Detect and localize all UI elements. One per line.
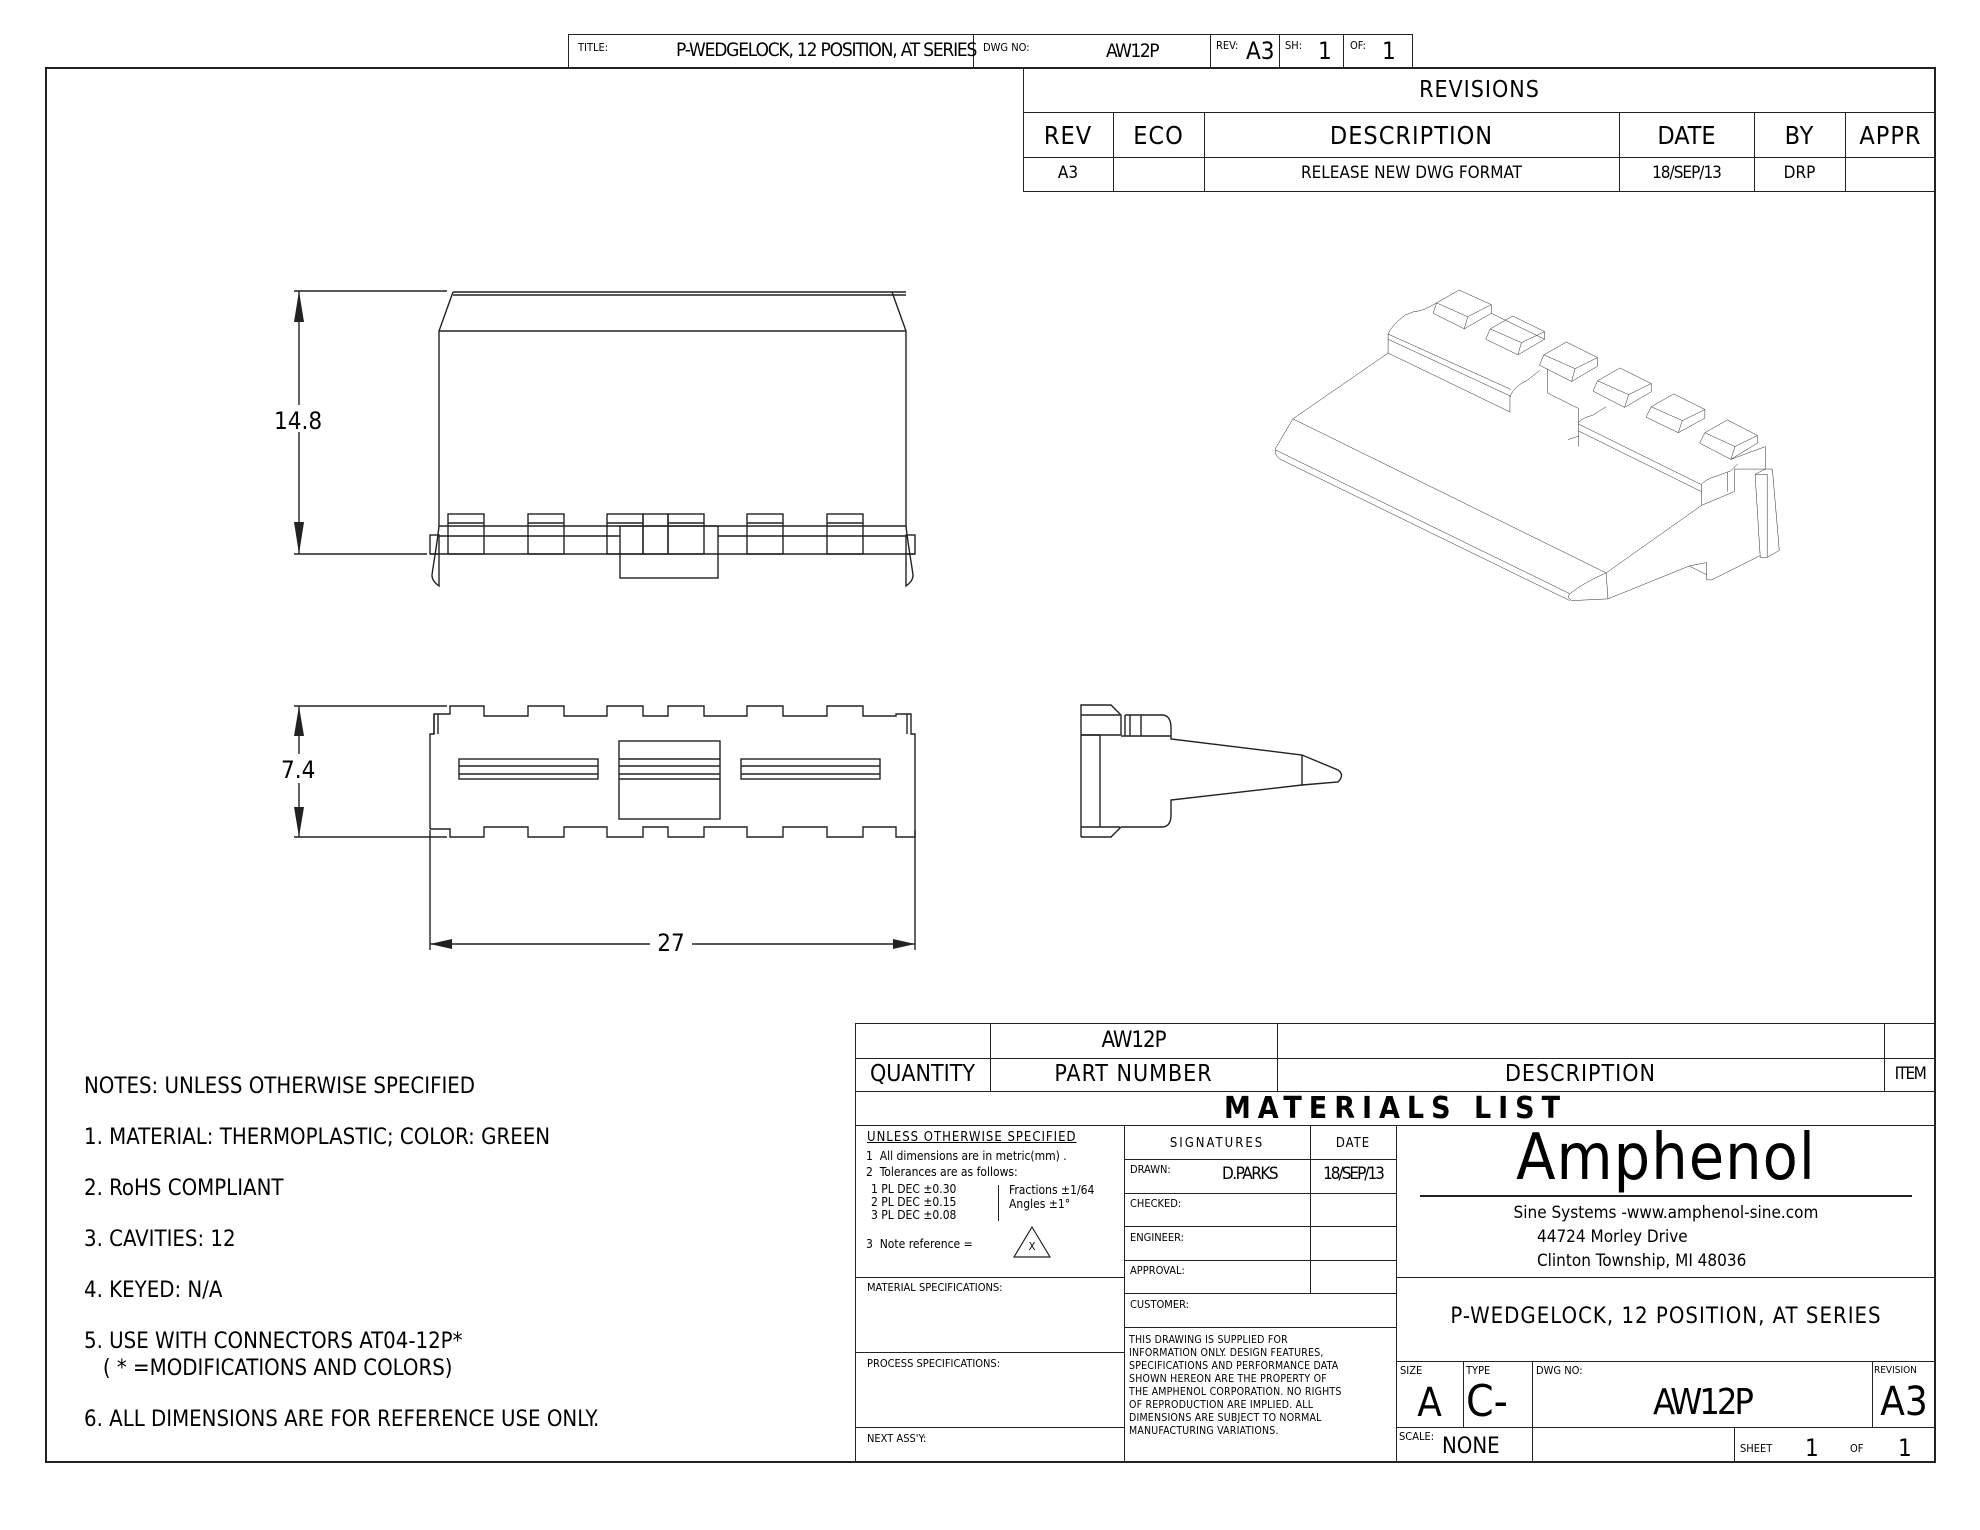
- approval-label: APPROVAL:: [1130, 1264, 1185, 1277]
- next-assy-label: NEXT ASS'Y:: [867, 1432, 927, 1445]
- note-5-continued: ( * =MODIFICATIONS AND COLORS): [84, 1356, 453, 1381]
- company-address-street: 44724 Morley Drive: [1537, 1227, 1688, 1247]
- scale-label: SCALE:: [1399, 1430, 1435, 1443]
- title-block: [855, 1023, 1936, 1463]
- engineer-label: ENGINEER:: [1130, 1231, 1185, 1244]
- eco-col-header: ECO: [1133, 121, 1184, 150]
- depth-dimension-label: 7.4: [281, 756, 316, 784]
- tolerances-line2: 2 Tolerances are as follows:: [866, 1165, 1018, 1179]
- drawn-label: DRAWN:: [1130, 1163, 1171, 1176]
- tolerances-heading: UNLESS OTHERWISE SPECIFIED: [867, 1130, 1077, 1145]
- sheet-value: 1: [1318, 37, 1332, 65]
- revision-by: DRP: [1783, 163, 1816, 183]
- type-label: TYPE: [1466, 1364, 1491, 1377]
- note-reference-symbol: X: [1028, 1240, 1036, 1253]
- tolerances-line1: 1 All dimensions are in metric(mm) .: [866, 1149, 1067, 1163]
- dwg-no-value: AW12P: [1106, 40, 1160, 62]
- appr-col-header: APPR: [1859, 121, 1922, 150]
- title-block-title: P-WEDGELOCK, 12 POSITION, AT SERIES: [1450, 1304, 1882, 1329]
- of-block-value: 1: [1898, 1434, 1912, 1462]
- material-specifications-label: MATERIAL SPECIFICATIONS:: [867, 1281, 1003, 1294]
- note-6: 6. ALL DIMENSIONS ARE FOR REFERENCE USE …: [84, 1407, 600, 1432]
- by-col-header: BY: [1784, 121, 1815, 150]
- materials-item-header: ITEM: [1894, 1064, 1927, 1084]
- note-5: 5. USE WITH CONNECTORS AT04-12P*: [84, 1329, 463, 1354]
- materials-list-heading: MATERIALS LIST: [1223, 1091, 1568, 1126]
- sheet-block-value: 1: [1805, 1434, 1819, 1462]
- materials-part-number-value: AW12P: [1101, 1028, 1166, 1053]
- drawn-date-value: 18/SEP/13: [1323, 1164, 1385, 1184]
- tolerance-fractions: Fractions ±1/64: [1009, 1183, 1095, 1197]
- sheet-label: SH:: [1285, 39, 1303, 52]
- size-label: SIZE: [1400, 1364, 1423, 1377]
- dwg-no-block-label: DWG NO:: [1536, 1364, 1583, 1377]
- disclaimer: THIS DRAWING IS SUPPLIED FOR INFORMATION…: [1129, 1334, 1342, 1437]
- company-address-city: Clinton Township, MI 48036: [1537, 1251, 1747, 1271]
- tolerance-1pl: 1 PL DEC ±0.30: [871, 1182, 957, 1196]
- dwg-no-block-value: AW12P: [1653, 1382, 1754, 1423]
- revisions-table: [1023, 67, 1936, 192]
- tolerance-angles: Angles ±1°: [1009, 1197, 1071, 1211]
- dwg-no-label: DWG NO:: [983, 41, 1030, 54]
- note-3: 3. CAVITIES: 12: [84, 1227, 236, 1252]
- revisions-heading: REVISIONS: [1419, 77, 1540, 103]
- title-value: P-WEDGELOCK, 12 POSITION, AT SERIES: [676, 39, 977, 61]
- height-dimension-label: 14.8: [274, 407, 323, 435]
- note-2: 2. RoHS COMPLIANT: [84, 1176, 284, 1201]
- rev-label: REV:: [1216, 39, 1239, 52]
- of-block-label: OF: [1850, 1442, 1864, 1455]
- signatures-heading: SIGNATURES: [1169, 1136, 1265, 1151]
- size-value: A: [1417, 1380, 1442, 1426]
- width-dimension-label: 27: [657, 929, 685, 957]
- note-1: 1. MATERIAL: THERMOPLASTIC; COLOR: GREEN: [84, 1125, 551, 1150]
- revision-rev: A3: [1057, 163, 1079, 183]
- materials-part-number-header: PART NUMBER: [1054, 1061, 1213, 1087]
- revision-block-label: REVISION: [1874, 1365, 1917, 1376]
- description-col-header: DESCRIPTION: [1329, 121, 1494, 150]
- note-reference-triangle-icon: [1012, 1225, 1052, 1258]
- rev-value: A3: [1246, 37, 1275, 65]
- note-reference-label: 3 Note reference =: [866, 1237, 973, 1251]
- date-col-header: DATE: [1657, 121, 1716, 150]
- title-label: TITLE:: [578, 41, 609, 54]
- of-value: 1: [1382, 37, 1396, 65]
- process-specifications-label: PROCESS SPECIFICATIONS:: [867, 1357, 1001, 1370]
- notes-heading: NOTES: UNLESS OTHERWISE SPECIFIED: [84, 1074, 476, 1099]
- tolerance-2pl: 2 PL DEC ±0.15: [871, 1195, 957, 1209]
- revision-block-value: A3: [1880, 1379, 1928, 1425]
- revision-description: RELEASE NEW DWG FORMAT: [1301, 163, 1522, 183]
- logo-underline: [1420, 1195, 1912, 1197]
- rev-col-header: REV: [1043, 121, 1093, 150]
- sheet-block-label: SHEET: [1740, 1442, 1773, 1455]
- drawn-by-value: D.PARKS: [1222, 1164, 1279, 1184]
- materials-quantity-header: QUANTITY: [869, 1061, 976, 1087]
- company-logo: Amphenol: [1516, 1121, 1816, 1195]
- scale-value: NONE: [1442, 1434, 1500, 1459]
- note-4: 4. KEYED: N/A: [84, 1278, 223, 1303]
- checked-label: CHECKED:: [1130, 1197, 1182, 1210]
- customer-label: CUSTOMER:: [1130, 1298, 1189, 1311]
- type-value: C-: [1466, 1376, 1508, 1427]
- company-website: Sine Systems -www.amphenol-sine.com: [1513, 1203, 1819, 1223]
- of-label: OF:: [1350, 39, 1366, 52]
- signatures-date-heading: DATE: [1335, 1136, 1371, 1151]
- revision-date: 18/SEP/13: [1652, 163, 1722, 183]
- tolerance-3pl: 3 PL DEC ±0.08: [871, 1208, 957, 1222]
- materials-description-header: DESCRIPTION: [1504, 1061, 1657, 1087]
